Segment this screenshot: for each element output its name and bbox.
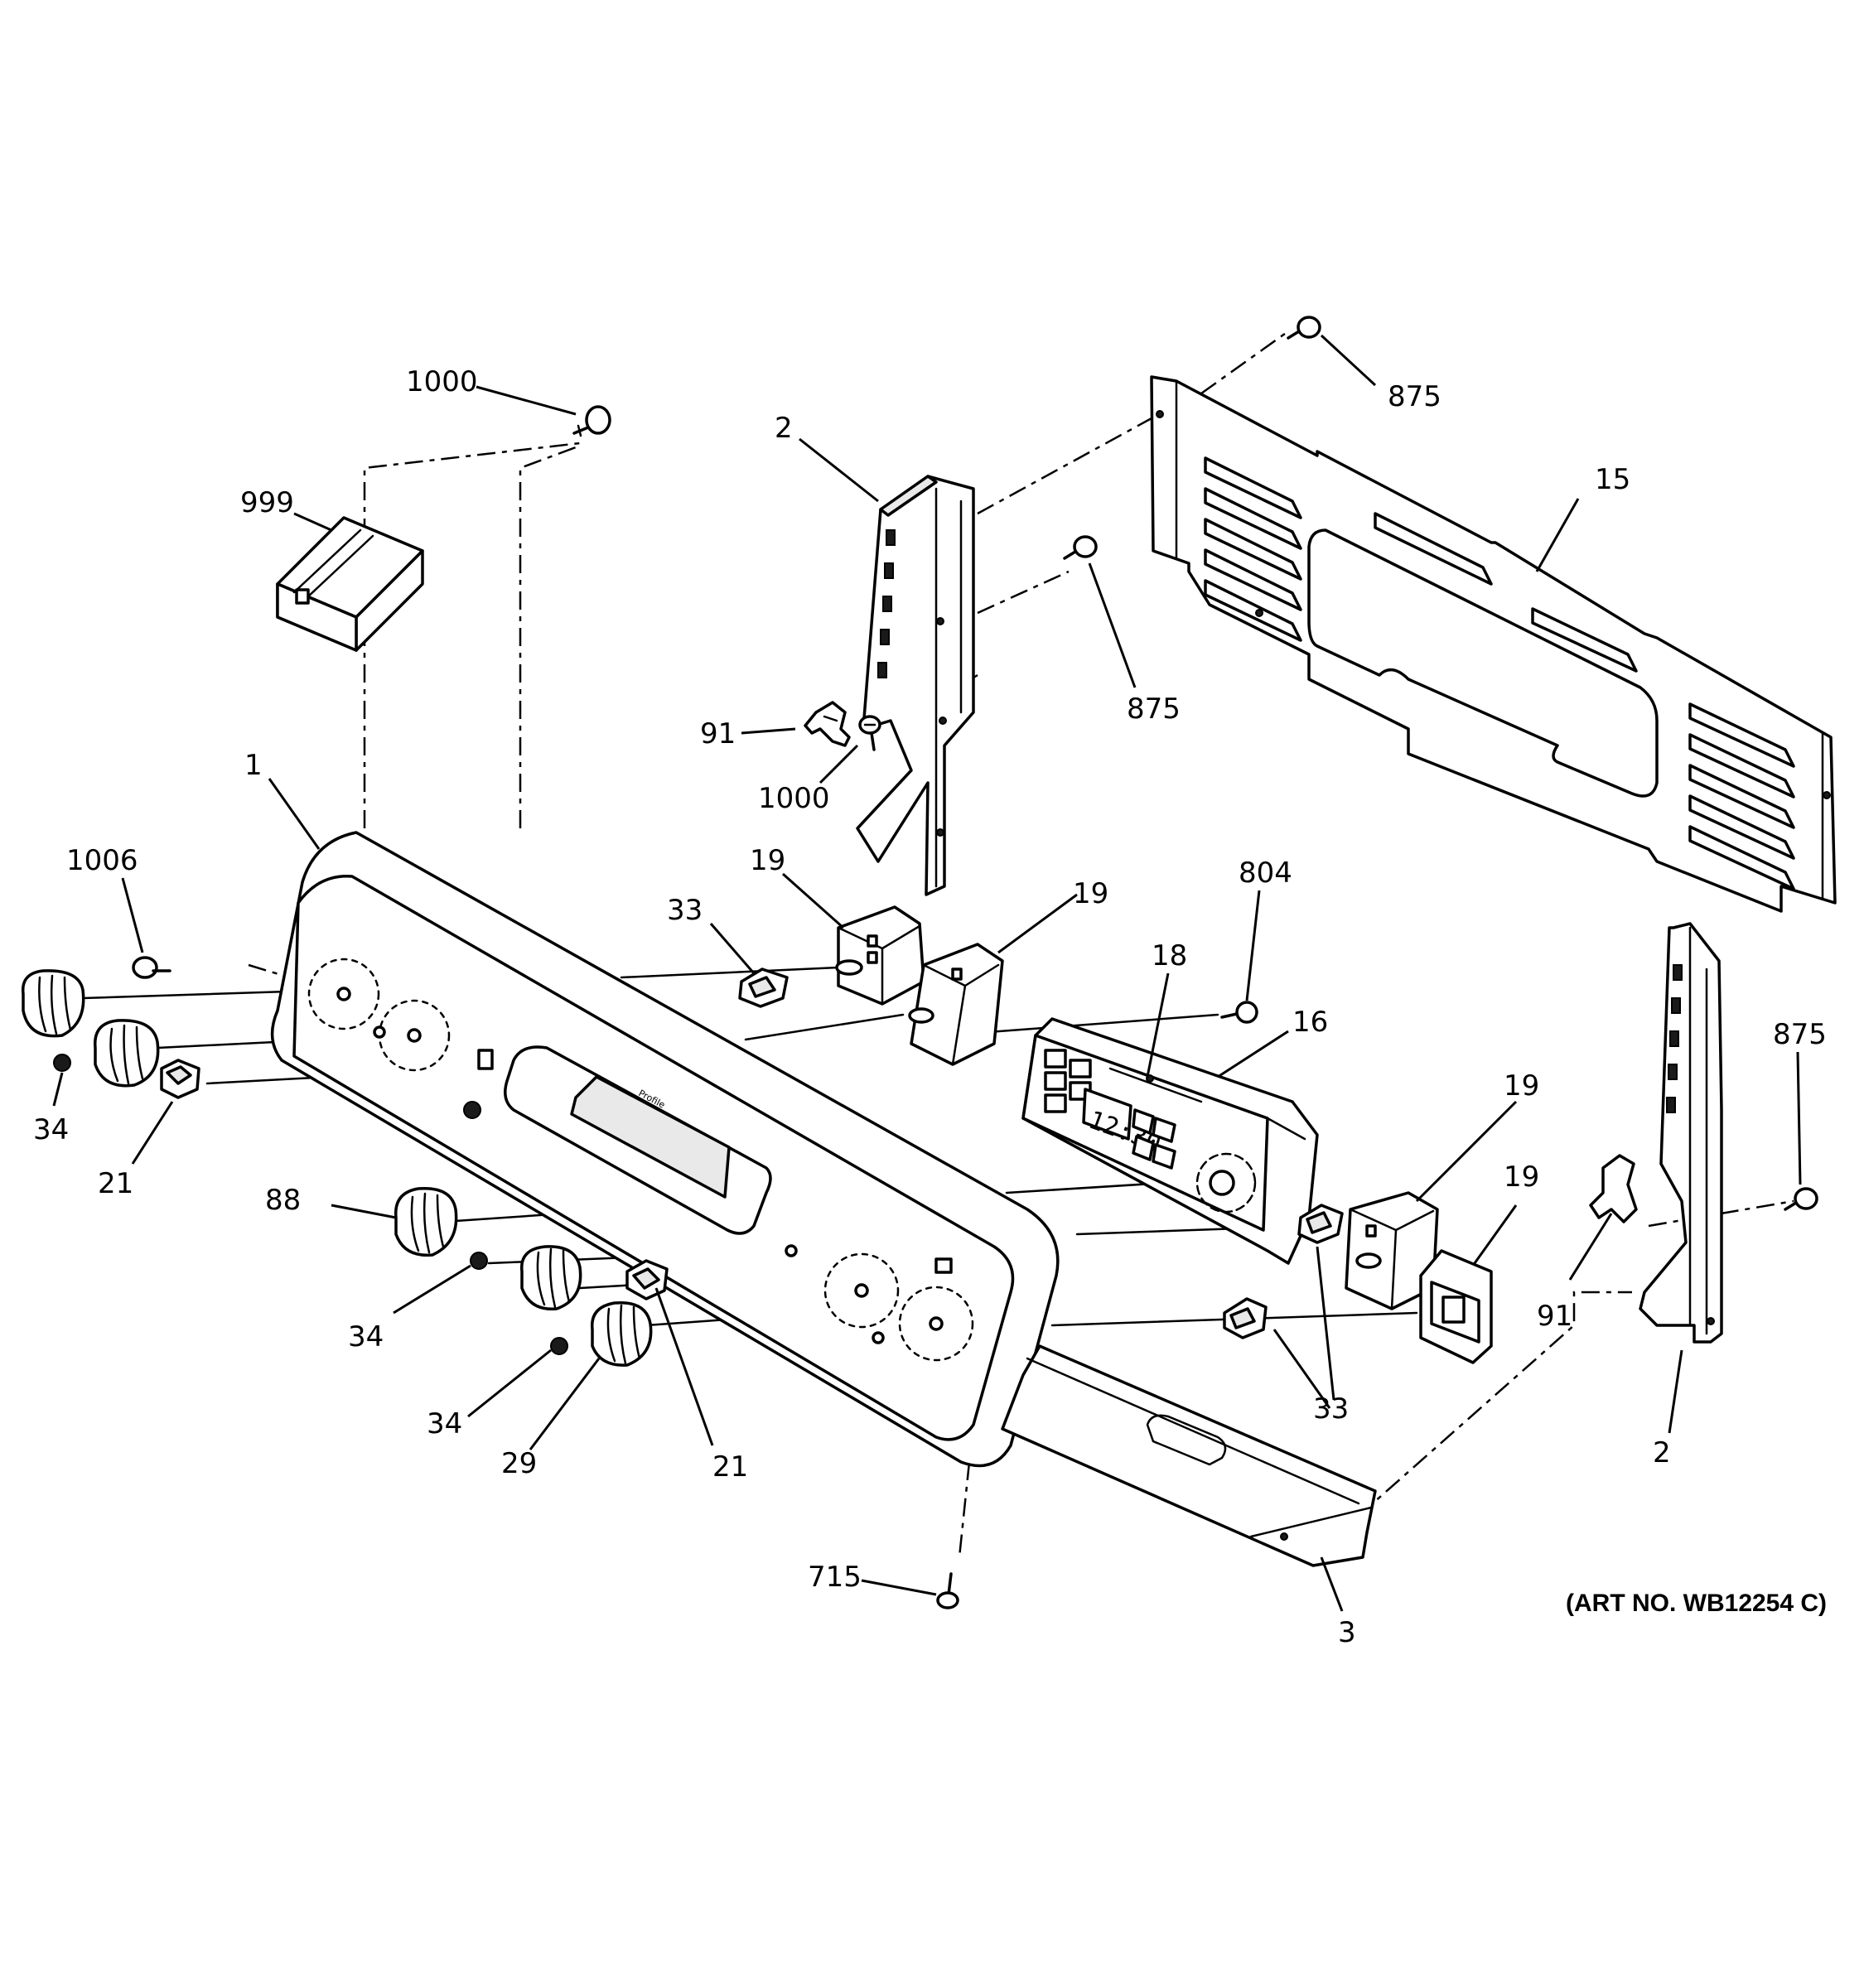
knob-lower-a bbox=[520, 1245, 582, 1311]
spring-clip-34-left bbox=[53, 1054, 71, 1072]
screw-875-mid bbox=[1063, 535, 1098, 560]
side-bracket-right bbox=[1639, 922, 1723, 1344]
leader-lines bbox=[52, 334, 1802, 1612]
screw-1006 bbox=[132, 956, 171, 979]
callout-19-b: 19 bbox=[1073, 877, 1108, 910]
art-number: (ART NO. WB12254 C) bbox=[1566, 1590, 1827, 1617]
rocker-switch-33-low bbox=[1223, 1297, 1268, 1339]
spring-clip-34-mid bbox=[470, 1252, 488, 1270]
knob-29 bbox=[591, 1300, 653, 1367]
callout-91-right: 91 bbox=[1537, 1300, 1572, 1333]
callout-875-right: 875 bbox=[1773, 1018, 1827, 1051]
callout-2-left: 2 bbox=[775, 412, 793, 445]
switch-19-b bbox=[908, 943, 1004, 1066]
callout-875-top: 875 bbox=[1388, 380, 1441, 413]
callout-29: 29 bbox=[501, 1447, 537, 1480]
callout-34-mid: 34 bbox=[348, 1320, 384, 1353]
back-panel-15 bbox=[1150, 375, 1837, 913]
callout-33-top: 33 bbox=[667, 894, 703, 927]
callout-labels: 1000 999 2 91 1000 875 875 15 1 1006 34 … bbox=[33, 365, 1827, 1649]
trim-strip-3 bbox=[1001, 1344, 1377, 1567]
screw-804 bbox=[1220, 1001, 1258, 1024]
louvers-right bbox=[1688, 702, 1795, 890]
screw-715 bbox=[936, 1572, 959, 1609]
screw-1000-mid bbox=[858, 715, 881, 751]
screw-875-right bbox=[1784, 1187, 1818, 1211]
console-dial-1 bbox=[307, 958, 380, 1030]
callout-19-c: 19 bbox=[1504, 1069, 1539, 1103]
callout-715: 715 bbox=[808, 1561, 862, 1594]
knob-88 bbox=[394, 1186, 458, 1257]
callout-999: 999 bbox=[240, 486, 294, 519]
screw-875-top bbox=[1287, 316, 1321, 340]
rocker-switch-33-top bbox=[738, 967, 789, 1008]
callout-19-a: 19 bbox=[750, 844, 785, 877]
callout-875-mid: 875 bbox=[1127, 692, 1181, 726]
assembly-dash-lines bbox=[248, 330, 1794, 1558]
callout-91-left: 91 bbox=[700, 717, 736, 750]
rocker-switch-21-left bbox=[160, 1059, 200, 1099]
parts-box-999 bbox=[276, 516, 424, 652]
clip-91-right bbox=[1589, 1154, 1638, 1223]
callout-3: 3 bbox=[1338, 1616, 1356, 1649]
callout-88: 88 bbox=[265, 1184, 301, 1217]
callout-16: 16 bbox=[1292, 1006, 1328, 1039]
knob-upper-left bbox=[21, 969, 85, 1038]
screw-1000-top bbox=[572, 405, 611, 437]
callout-34-low: 34 bbox=[427, 1407, 462, 1440]
callout-1: 1 bbox=[244, 749, 263, 782]
clip-91-left bbox=[804, 701, 851, 747]
callout-1000-mid: 1000 bbox=[758, 782, 830, 815]
louvers-left bbox=[1204, 456, 1302, 642]
callout-804: 804 bbox=[1239, 856, 1292, 890]
callout-21-low: 21 bbox=[712, 1450, 748, 1484]
callout-15: 15 bbox=[1595, 463, 1630, 496]
console-dial-4 bbox=[898, 1286, 974, 1362]
callout-21-left: 21 bbox=[98, 1167, 133, 1200]
console-backguard-1: Profile bbox=[270, 831, 1060, 1468]
callout-34-left: 34 bbox=[33, 1113, 69, 1146]
callout-18: 18 bbox=[1152, 939, 1187, 972]
callout-19-d: 19 bbox=[1504, 1160, 1539, 1194]
console-dial-3 bbox=[823, 1252, 900, 1329]
switch-19-a bbox=[835, 905, 925, 1006]
knob-mid-left bbox=[94, 1019, 160, 1088]
control-board-16: 12:30 bbox=[1021, 1017, 1319, 1265]
callout-1000-top: 1000 bbox=[406, 365, 478, 398]
callout-2-right: 2 bbox=[1653, 1436, 1671, 1469]
callout-33-low: 33 bbox=[1313, 1392, 1349, 1426]
side-bracket-left bbox=[856, 475, 975, 896]
spring-clip-34-low bbox=[550, 1337, 568, 1355]
louvers-center bbox=[1374, 512, 1638, 673]
rocker-switch-33-mid bbox=[1297, 1204, 1344, 1244]
callout-1006: 1006 bbox=[66, 844, 138, 877]
switch-19-d bbox=[1419, 1249, 1493, 1364]
